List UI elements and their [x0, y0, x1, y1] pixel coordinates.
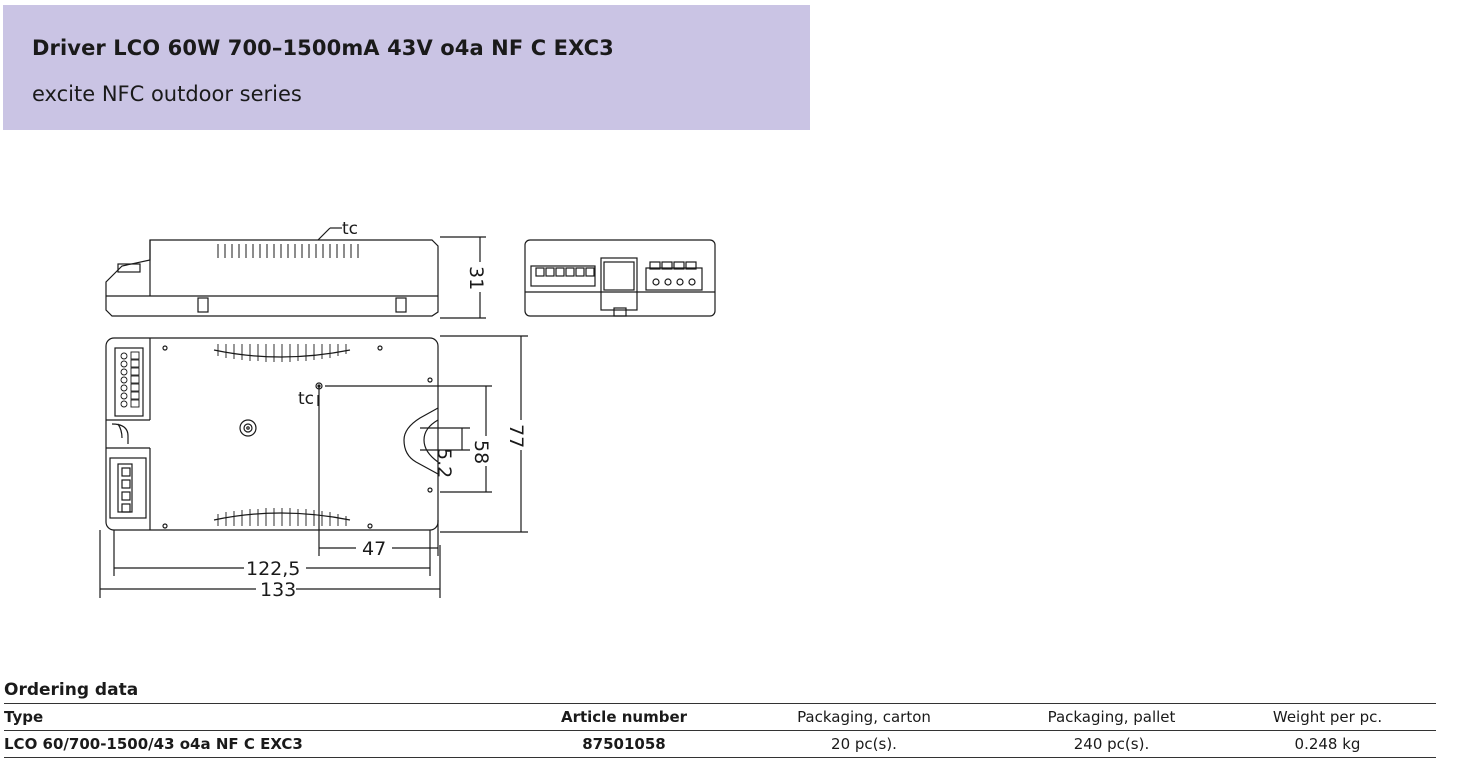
dim-5-2-label: 5.2 — [433, 448, 455, 478]
ordering-section-title: Ordering data — [4, 680, 139, 700]
header-weight: Weight per pc. — [1272, 708, 1383, 726]
product-subtitle: excite NFC outdoor series — [32, 82, 302, 106]
plan-view — [99, 335, 528, 598]
header-band — [3, 5, 810, 130]
cell-type: LCO 60/700-1500/43 o4a NF C EXC3 — [4, 735, 303, 753]
dim-133-label: 133 — [260, 579, 296, 601]
dim-122-5-label: 122,5 — [246, 558, 300, 580]
dim-58-label: 58 — [470, 440, 492, 464]
cell-carton: 20 pc(s). — [831, 735, 897, 753]
end-view — [524, 239, 716, 317]
ordering-table: Type Article number Packaging, carton Pa… — [4, 703, 1436, 758]
header-carton: Packaging, carton — [797, 708, 931, 726]
dimension-drawing: tc tc 31 77 58 5.2 47 122,5 133 — [99, 219, 716, 601]
table-row: LCO 60/700-1500/43 o4a NF C EXC3 8750105… — [4, 731, 1436, 758]
cell-weight: 0.248 kg — [1294, 735, 1361, 753]
tc-label-plan: tc — [298, 389, 314, 409]
dim-31-label: 31 — [465, 266, 487, 290]
table-header-row: Type Article number Packaging, carton Pa… — [4, 703, 1436, 731]
side-view — [105, 227, 486, 319]
header-article: Article number — [560, 708, 688, 726]
product-title: Driver LCO 60W 700–1500mA 43V o4a NF C E… — [32, 36, 614, 60]
dim-47-label: 47 — [362, 538, 386, 560]
cell-article: 87501058 — [582, 735, 666, 753]
dim-77-label: 77 — [505, 424, 527, 448]
header-type: Type — [4, 708, 44, 726]
tc-label-side: tc — [342, 219, 358, 239]
cell-pallet: 240 pc(s). — [1073, 735, 1150, 753]
header-pallet: Packaging, pallet — [1047, 708, 1176, 726]
